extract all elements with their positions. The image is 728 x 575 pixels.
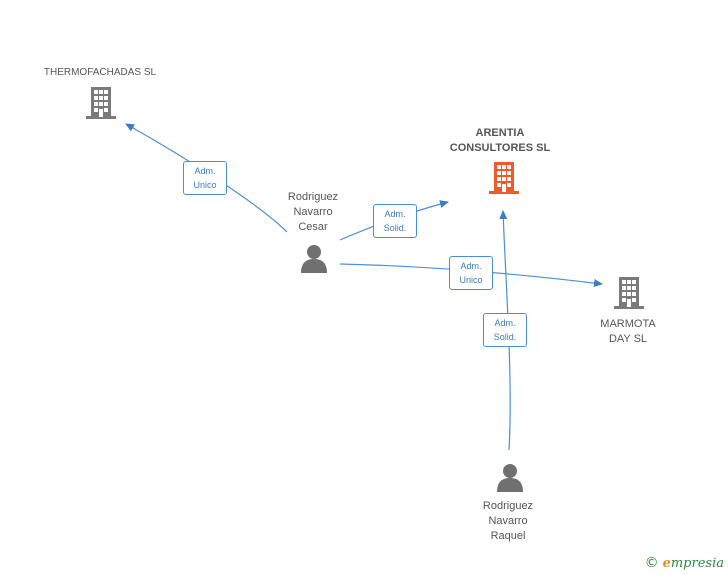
edge-label-cesar-thermofachadas: Adm. Unico xyxy=(183,161,227,195)
marmota-label: MARMOTA DAY SL xyxy=(600,318,656,345)
thermofachadas-building-icon xyxy=(86,87,116,119)
arentia-label: ARENTIA CONSULTORES SL xyxy=(449,127,551,154)
edge-label-cesar-marmota: Adm. Unico xyxy=(449,256,493,290)
arentia-building-icon xyxy=(489,162,519,194)
cesar-label: Rodriguez Navarro Cesar xyxy=(287,191,339,233)
edge-label-raquel-arentia: Adm. Solid. xyxy=(483,313,527,347)
empresia-brand[interactable]: ©empresia xyxy=(645,555,724,571)
cesar-person-icon xyxy=(301,245,327,273)
brand-initial: e xyxy=(662,556,671,571)
edge-label-cesar-arentia: Adm. Solid. xyxy=(373,204,417,238)
copyright-symbol: © xyxy=(644,555,659,571)
raquel-label: Rodriguez Navarro Raquel xyxy=(482,500,534,542)
thermofachadas-label: THERMOFACHADAS SL xyxy=(43,67,157,78)
brand-name: mpresia xyxy=(670,556,724,571)
raquel-person-icon xyxy=(497,464,523,492)
marmota-building-icon xyxy=(614,277,644,309)
